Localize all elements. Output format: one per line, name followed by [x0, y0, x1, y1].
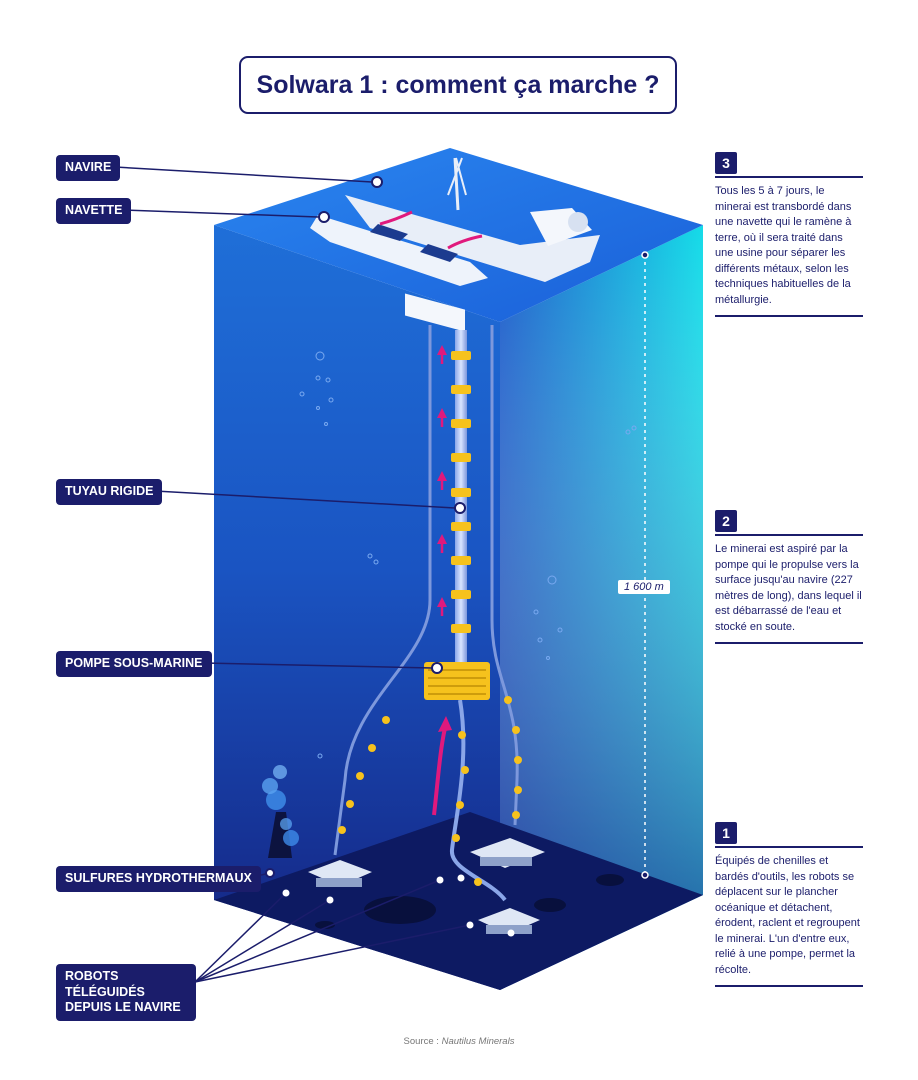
ascent-arrows [437, 345, 447, 616]
step-3-number: 3 [715, 152, 737, 174]
source-credit: Source : Nautilus Minerals [403, 1036, 515, 1047]
riser-joints [451, 351, 471, 633]
step-1: 1 Équipés de chenilles et bardés d'outil… [715, 822, 863, 987]
label-navette: NAVETTE [56, 198, 132, 224]
robot-right [470, 838, 545, 868]
ship-navette [310, 215, 488, 286]
transfer-arrow-2 [447, 234, 483, 250]
hose-center [450, 699, 507, 902]
step-2: 2 Le minerai est aspiré par la pompe qui… [715, 510, 863, 644]
step-1-text: Équipés de chenilles et bardés d'outils,… [715, 855, 860, 976]
seafloor [214, 812, 703, 990]
source-name: Nautilus Minerals [441, 1036, 515, 1047]
depth-label: 1 600 m [618, 580, 670, 594]
leader-lines [114, 166, 471, 983]
robot-dots [282, 874, 515, 937]
step-2-number: 2 [715, 510, 737, 532]
label-tuyau-rigide: TUYAU RIGIDE [56, 479, 163, 505]
step-3-text: Tous les 5 à 7 jours, le minerai est tra… [715, 185, 852, 306]
hose-joints [338, 696, 522, 886]
page-title: Solwara 1 : comment ça marche ? [239, 56, 677, 114]
label-sulfures: SULFURES HYDROTHERMAUX [56, 866, 261, 892]
leader-dots [265, 176, 466, 878]
label-robots: ROBOTS TÉLÉGUIDÉS DEPUIS LE NAVIRE [56, 964, 196, 1021]
transfer-arrow-1 [379, 210, 413, 226]
robot-left [308, 860, 372, 887]
robot-center [478, 908, 540, 934]
step-2-text: Le minerai est aspiré par la pompe qui l… [715, 543, 862, 633]
hose-left [333, 325, 432, 856]
suction-arrow [432, 727, 447, 816]
ore-rocks [315, 874, 624, 929]
bubbles [299, 351, 637, 759]
hydrothermal-vents [262, 765, 299, 858]
step-3: 3 Tous les 5 à 7 jours, le minerai est t… [715, 152, 863, 317]
step-1-number: 1 [715, 822, 737, 844]
label-navire: NAVIRE [56, 155, 121, 181]
label-pompe-sous-marine: POMPE SOUS-MARINE [56, 651, 212, 677]
